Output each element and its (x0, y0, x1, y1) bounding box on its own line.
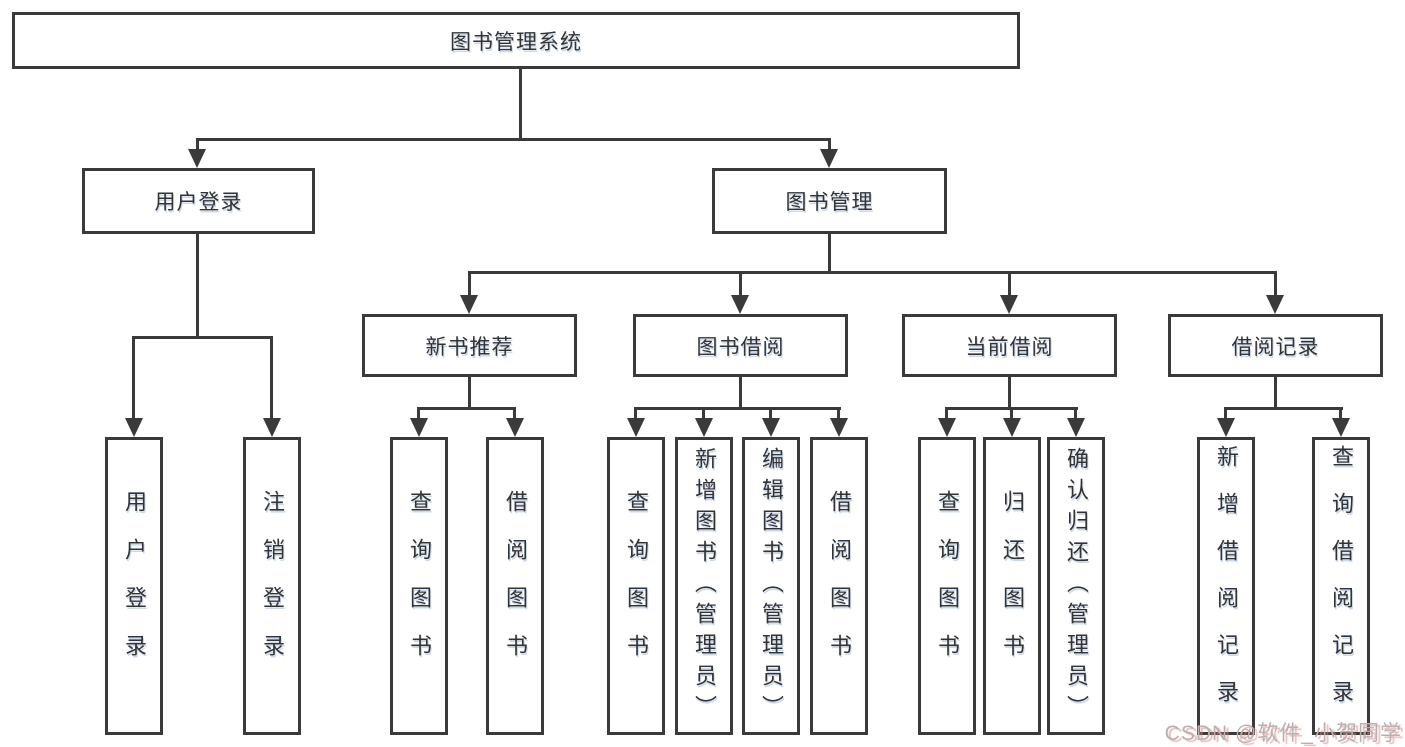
leaf-query-books-3: 查询图书 (918, 437, 976, 735)
leaf-return-books-label: 归还图书 (1000, 490, 1025, 682)
node-new-book-recommend-label: 新书推荐 (425, 335, 514, 359)
leaf-edit-books-admin: 编辑图书（管理员） (742, 437, 800, 735)
leaf-add-books-admin: 新增图书（管理员） (675, 437, 733, 735)
connector-line (513, 407, 516, 424)
arrow-down-icon (1067, 418, 1085, 437)
node-current-borrow-label: 当前借阅 (965, 335, 1054, 359)
leaf-add-borrow-record-label: 新增借阅记录 (1214, 445, 1239, 727)
leaf-query-borrow-record: 查询借阅记录 (1312, 437, 1370, 735)
connector-line (468, 271, 1277, 274)
connector-line (945, 407, 948, 424)
csdn-watermark: CSDN @软件_小贺同学 (1164, 722, 1402, 745)
leaf-confirm-return-admin: 确认归还（管理员） (1047, 437, 1105, 735)
arrow-down-icon (410, 418, 428, 437)
leaf-query-books-1-label: 查询图书 (407, 490, 432, 682)
connector-line (270, 336, 273, 424)
node-book-borrow: 图书借阅 (633, 314, 848, 377)
connector-line (1008, 271, 1011, 299)
arrow-down-icon (506, 418, 524, 437)
connector-line (468, 377, 471, 410)
arrow-down-icon (1266, 295, 1284, 314)
leaf-logout: 注销登录 (243, 437, 301, 735)
connector-line (1010, 407, 1013, 424)
connector-line (1224, 407, 1227, 424)
leaf-add-books-admin-label: 新增图书（管理员） (692, 446, 717, 726)
leaf-borrow-books-1: 借阅图书 (486, 437, 544, 735)
leaf-return-books: 归还图书 (983, 437, 1041, 735)
arrow-down-icon (830, 418, 848, 437)
leaf-user-login: 用户登录 (105, 437, 163, 735)
leaf-query-books-2: 查询图书 (607, 437, 665, 735)
connector-line (519, 69, 522, 141)
arrow-down-icon (188, 149, 206, 168)
arrow-down-icon (1332, 418, 1350, 437)
connector-line (828, 234, 831, 273)
arrow-down-icon (627, 418, 645, 437)
leaf-query-books-3-label: 查询图书 (935, 490, 960, 682)
connector-line (702, 407, 705, 424)
connector-line (468, 271, 471, 299)
connector-line (1074, 407, 1077, 424)
node-root-label: 图书管理系统 (450, 30, 582, 54)
connector-line (1339, 407, 1342, 424)
leaf-query-borrow-record-label: 查询借阅记录 (1329, 445, 1354, 727)
arrow-down-icon (820, 149, 838, 168)
connector-line (196, 138, 831, 141)
node-new-book-recommend: 新书推荐 (362, 314, 577, 377)
node-book-management-label: 图书管理 (785, 191, 874, 214)
node-user-login: 用户登录 (82, 168, 315, 234)
node-book-borrow-label: 图书借阅 (696, 335, 785, 359)
arrow-down-icon (460, 295, 478, 314)
arrow-down-icon (762, 418, 780, 437)
leaf-borrow-books-2: 借阅图书 (810, 437, 868, 735)
connector-line (769, 407, 772, 424)
connector-line (739, 377, 742, 410)
connector-line (417, 407, 420, 424)
connector-line (132, 336, 135, 424)
connector-line (739, 271, 742, 299)
leaf-borrow-books-1-label: 借阅图书 (503, 490, 528, 682)
node-borrow-record: 借阅记录 (1168, 314, 1383, 377)
connector-line (634, 407, 637, 424)
connector-line (196, 234, 199, 338)
arrow-down-icon (1003, 418, 1021, 437)
leaf-query-books-2-label: 查询图书 (624, 490, 649, 682)
arrow-down-icon (731, 295, 749, 314)
connector-line (837, 407, 840, 424)
connector-line (132, 336, 273, 339)
leaf-query-books-1: 查询图书 (390, 437, 448, 735)
node-user-login-label: 用户登录 (154, 191, 243, 214)
connector-line (417, 407, 516, 410)
leaf-logout-label: 注销登录 (260, 490, 285, 682)
leaf-borrow-books-2-label: 借阅图书 (827, 490, 852, 682)
leaf-confirm-return-admin-label: 确认归还（管理员） (1064, 446, 1089, 726)
arrow-down-icon (263, 418, 281, 437)
leaf-add-borrow-record: 新增借阅记录 (1197, 437, 1255, 735)
node-root: 图书管理系统 (12, 12, 1020, 69)
connector-line (1224, 407, 1343, 410)
connector-line (1274, 377, 1277, 410)
connector-line (196, 138, 199, 152)
node-borrow-record-label: 借阅记录 (1231, 335, 1320, 359)
leaf-edit-books-admin-label: 编辑图书（管理员） (759, 446, 784, 726)
arrow-down-icon (938, 418, 956, 437)
arrow-down-icon (1000, 295, 1018, 314)
node-book-management: 图书管理 (712, 168, 947, 234)
arrow-down-icon (695, 418, 713, 437)
arrow-down-icon (125, 418, 143, 437)
connector-line (828, 138, 831, 152)
connector-line (1274, 271, 1277, 299)
node-current-borrow: 当前借阅 (902, 314, 1117, 377)
connector-line (1008, 377, 1011, 410)
leaf-user-login-label: 用户登录 (122, 490, 147, 682)
arrow-down-icon (1217, 418, 1235, 437)
connector-line (634, 407, 841, 410)
